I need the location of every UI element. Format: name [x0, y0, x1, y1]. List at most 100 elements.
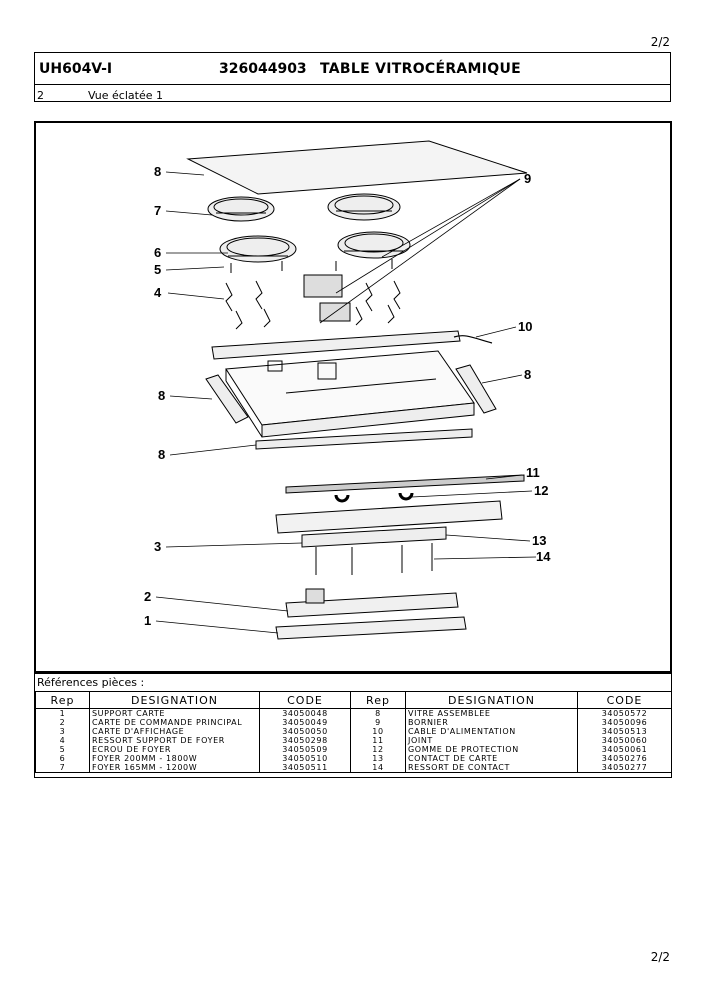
col-rep-1: Rep — [35, 691, 90, 709]
heating-element-7-left — [207, 196, 275, 222]
chassis — [225, 350, 475, 438]
callout-13-contact: 13 — [532, 533, 546, 548]
col-designation-2: DESIGNATION — [405, 691, 578, 709]
col-code-1: CODE — [259, 691, 351, 709]
rep-cell: 11 — [350, 736, 406, 745]
main-control-board — [285, 592, 459, 618]
designation-cell: RESSORT DE CONTACT — [405, 763, 578, 773]
callout-8-glass: 8 — [154, 164, 161, 179]
code-cell: 34050050 — [259, 727, 351, 736]
callout-9-terminal: 9 — [524, 171, 531, 186]
references-title: Références pièces : — [37, 676, 145, 689]
callout-14-spring: 14 — [536, 549, 551, 564]
element-nuts — [230, 259, 393, 273]
upper-rail — [211, 330, 461, 360]
front-rail — [255, 428, 473, 450]
callout-8-left-rail: 8 — [158, 388, 165, 403]
code-cell: 34050048 — [259, 708, 351, 718]
parts-references: Références pièces : Rep DESIGNATION CODE… — [34, 673, 672, 778]
side-rail-right — [455, 364, 497, 414]
code-cell: 34050572 — [577, 708, 672, 718]
code-cell: 34050509 — [259, 745, 351, 754]
designation-cell: GOMME DE PROTECTION — [405, 745, 578, 754]
heating-element-7-right — [327, 193, 401, 221]
code-cell: 34050277 — [577, 763, 672, 773]
rep-cell: 1 — [35, 708, 90, 718]
callout-2-control-board: 2 — [144, 589, 151, 604]
terminal-block — [303, 274, 343, 298]
callout-8-right-rail: 8 — [524, 367, 531, 382]
rep-cell: 7 — [35, 763, 90, 773]
exploded-view-diagram: 8 9 7 6 5 4 10 8 8 8 11 12 3 13 14 2 1 — [34, 121, 672, 673]
rep-cell: 8 — [350, 708, 406, 718]
section-number: 2 — [37, 89, 44, 102]
rep-cell: 5 — [35, 745, 90, 754]
designation-cell: SUPPORT CARTE — [89, 708, 260, 718]
callout-3-display: 3 — [154, 539, 161, 554]
callout-6-element: 6 — [154, 245, 161, 260]
rep-cell: 13 — [350, 754, 406, 763]
element-springs — [225, 280, 401, 330]
code-cell: 34050060 — [577, 736, 672, 745]
rep-cell: 14 — [350, 763, 406, 773]
rep-cell: 10 — [350, 727, 406, 736]
gasket — [285, 474, 525, 494]
code-cell: 34050061 — [577, 745, 672, 754]
product-name: TABLE VITROCÉRAMIQUE — [320, 61, 522, 77]
model-reference: UH604V-I — [39, 61, 113, 77]
col-code-2: CODE — [577, 691, 672, 709]
table-row: 1 SUPPORT CARTE 34050048 8 VITRE ASSEMBL… — [35, 708, 672, 718]
designation-cell: CARTE DE COMMANDE PRINCIPAL — [89, 718, 260, 727]
code-cell: 34050049 — [259, 718, 351, 727]
display-frame — [275, 500, 503, 534]
col-designation-1: DESIGNATION — [89, 691, 260, 709]
exploded-view-drawing: 8 9 7 6 5 4 10 8 8 8 11 12 3 13 14 2 1 — [144, 140, 551, 640]
callout-10-cable: 10 — [518, 319, 532, 334]
heating-element-6-left — [219, 235, 297, 263]
designation-cell: VITRE ASSEMBLEE — [405, 708, 578, 718]
page-number-top: 2/2 — [650, 35, 670, 49]
glass-top-part — [186, 140, 528, 195]
code-cell: 34050096 — [577, 718, 672, 727]
callout-5-nut: 5 — [154, 262, 161, 277]
callout-12-rubber: 12 — [534, 483, 548, 498]
code-cell: 34050511 — [259, 763, 351, 773]
parts-table-header: Rep DESIGNATION CODE Rep DESIGNATION COD… — [35, 691, 672, 709]
designation-cell: JOINT — [405, 736, 578, 745]
side-rail-left — [205, 374, 249, 424]
callout-4-spring: 4 — [154, 285, 162, 300]
table-row: 4 RESSORT SUPPORT DE FOYER 34050298 11 J… — [35, 736, 672, 745]
protection-rubber-left — [334, 494, 350, 503]
code-cell: 34050298 — [259, 736, 351, 745]
col-rep-2: Rep — [350, 691, 406, 709]
callout-8-front-rail: 8 — [158, 447, 165, 462]
rep-cell: 3 — [35, 727, 90, 736]
header: UH604V-I 326044903 TABLE VITROCÉRAMIQUE … — [34, 52, 671, 102]
rep-cell: 2 — [35, 718, 90, 727]
parts-table: Rep DESIGNATION CODE Rep DESIGNATION COD… — [35, 691, 672, 773]
callout-1-support: 1 — [144, 613, 151, 628]
code-cell: 34050510 — [259, 754, 351, 763]
table-row: 3 CARTE D'AFFICHAGE 34050050 10 CABLE D'… — [35, 727, 672, 736]
rep-cell: 4 — [35, 736, 90, 745]
protection-rubber-right — [398, 492, 414, 501]
rep-cell: 12 — [350, 745, 406, 754]
board-support — [275, 616, 467, 640]
product-code: 326044903 — [219, 61, 307, 77]
power-cable — [453, 335, 493, 344]
designation-cell: ECROU DE FOYER — [89, 745, 260, 754]
callout-labels: 8 9 7 6 5 4 10 8 8 8 11 12 3 13 14 2 1 — [144, 164, 551, 628]
callout-11-gasket: 11 — [526, 465, 540, 480]
rep-cell: 9 — [350, 718, 406, 727]
rep-cell: 6 — [35, 754, 90, 763]
header-title-row: UH604V-I 326044903 TABLE VITROCÉRAMIQUE — [35, 53, 670, 85]
table-row: 6 FOYER 200MM - 1800W 34050510 13 CONTAC… — [35, 754, 672, 763]
table-row: 5 ECROU DE FOYER 34050509 12 GOMME DE PR… — [35, 745, 672, 754]
table-row: 7 FOYER 165MM - 1200W 34050511 14 RESSOR… — [35, 763, 672, 773]
designation-cell: RESSORT SUPPORT DE FOYER — [89, 736, 260, 745]
code-cell: 34050276 — [577, 754, 672, 763]
section-title: Vue éclatée 1 — [88, 89, 163, 102]
page-number-bottom: 2/2 — [650, 950, 670, 964]
designation-cell: BORNIER — [405, 718, 578, 727]
designation-cell: FOYER 200MM - 1800W — [89, 754, 260, 763]
